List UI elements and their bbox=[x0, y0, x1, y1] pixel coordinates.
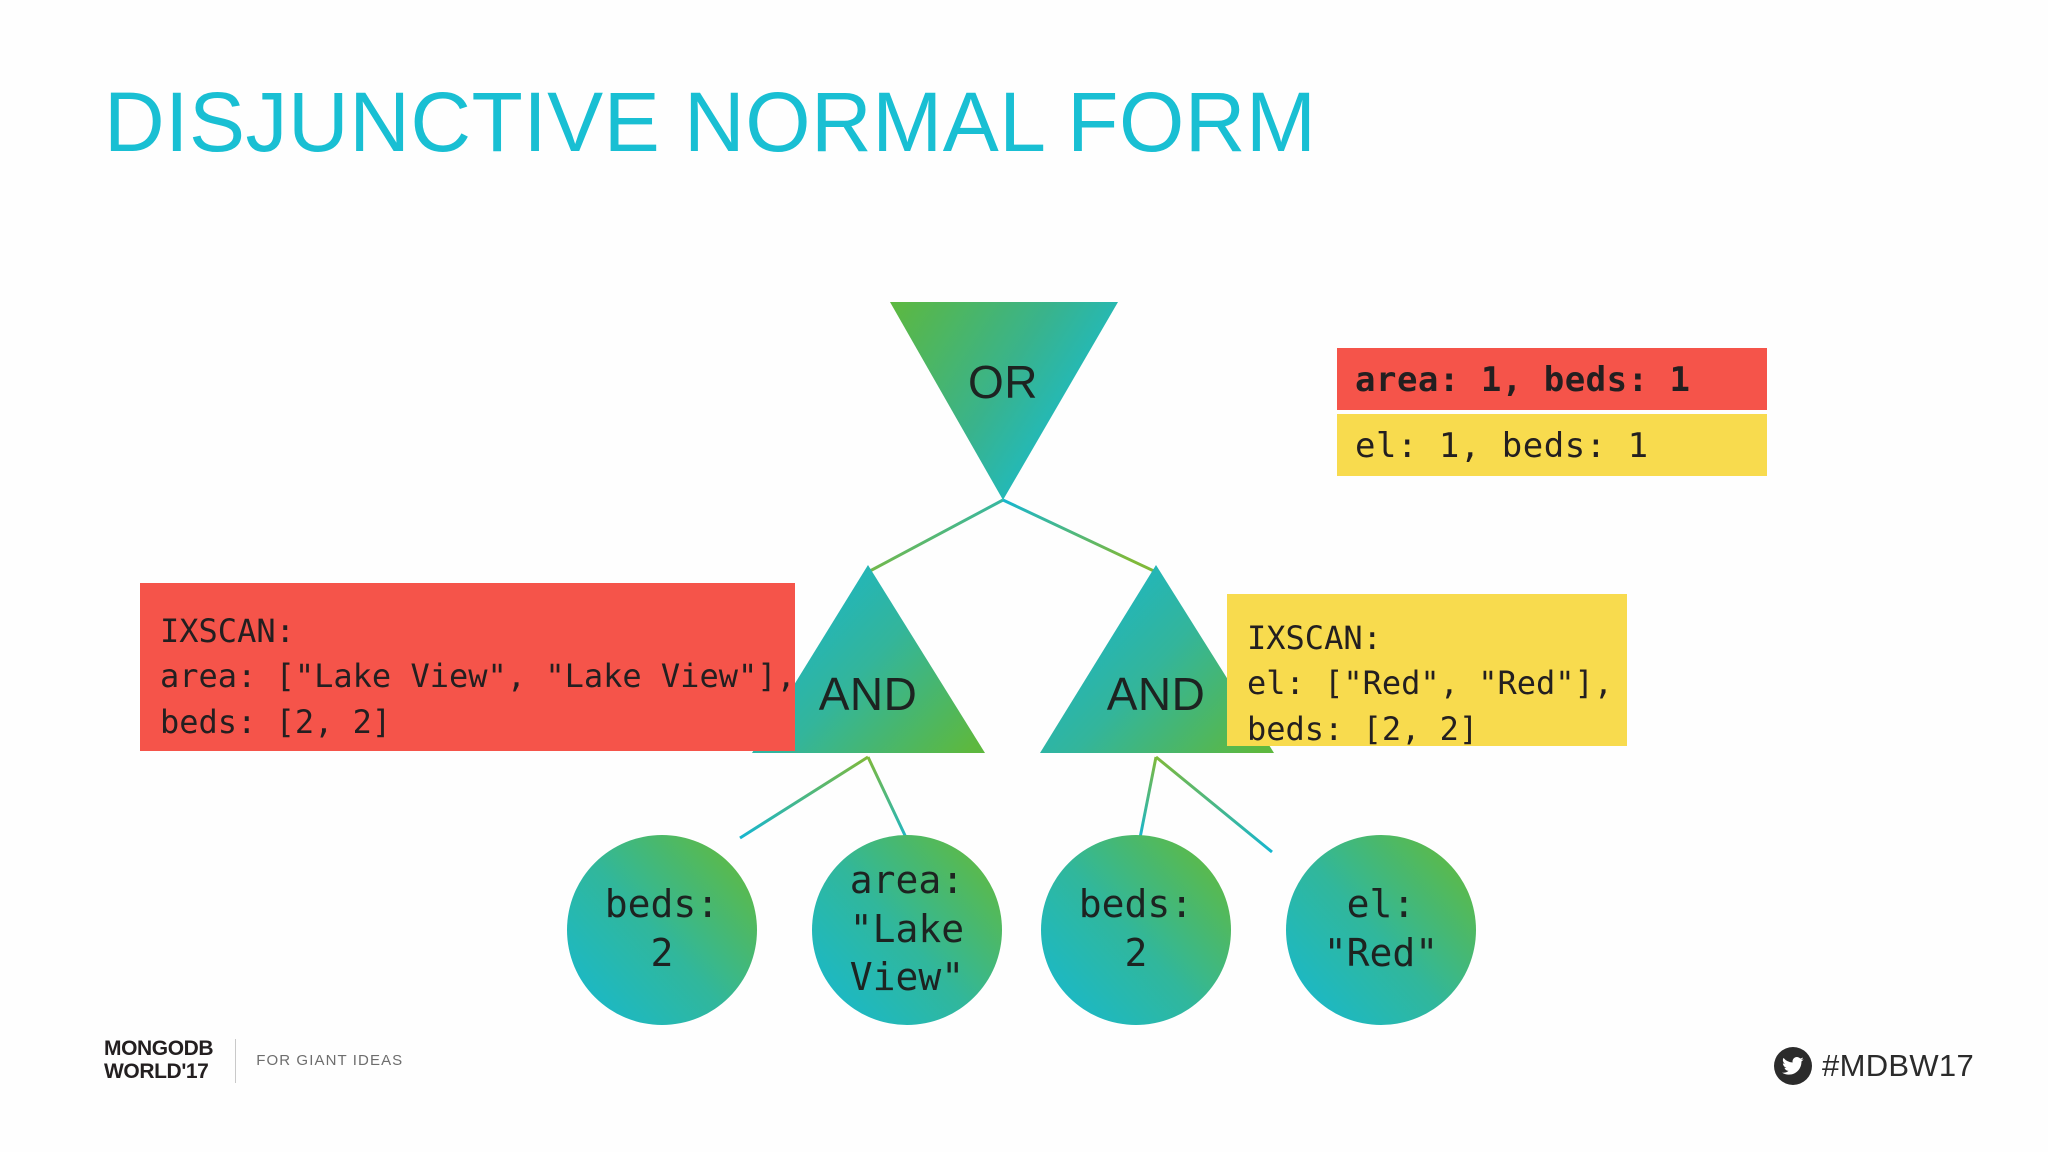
ixscan-callout-left: IXSCAN: area: ["Lake View", "Lake View"]… bbox=[140, 583, 796, 751]
index-callout-red: area: 1, beds: 1 bbox=[1337, 348, 1767, 410]
mongodb-world-logo-text: MONGODB WORLD'17 bbox=[104, 1037, 214, 1083]
event-hashtag: #MDBW17 bbox=[1822, 1048, 1974, 1083]
index-callout-yellow: el: 1, beds: 1 bbox=[1337, 414, 1767, 476]
logo-divider bbox=[235, 1038, 237, 1083]
leaf-label-2: area: "Lake View" bbox=[849, 858, 965, 1000]
edge-and-left-to-leaf-2 bbox=[866, 756, 912, 847]
footer-logo: MONGODB WORLD'17 FOR GIANT IDEAS bbox=[104, 1037, 404, 1083]
logo-tagline: FOR GIANT IDEAS bbox=[256, 1052, 404, 1070]
node-label-and-left: AND bbox=[818, 668, 918, 720]
edge-or-to-and-right bbox=[1002, 498, 1157, 574]
ixscan-callout-right: IXSCAN: el: ["Red", "Red"], beds: [2, 2] bbox=[1227, 594, 1627, 748]
edge-and-left-to-leaf-1 bbox=[739, 755, 869, 840]
node-label-or: OR bbox=[968, 356, 1038, 408]
leaf-label-1: beds: 2 bbox=[604, 882, 720, 975]
edge-and-right-to-leaf-1 bbox=[1138, 756, 1158, 839]
leaf-label-3: beds: 2 bbox=[1078, 882, 1194, 975]
leaf-label-4: el: "Red" bbox=[1323, 882, 1439, 975]
edge-or-to-and-left bbox=[867, 498, 1004, 574]
edge-and-right-to-leaf-2 bbox=[1155, 755, 1273, 854]
footer-social: #MDBW17 bbox=[1774, 1047, 1974, 1085]
page-title: DISJUNCTIVE NORMAL FORM bbox=[104, 75, 1317, 169]
node-label-and-right: AND bbox=[1106, 668, 1206, 720]
twitter-icon bbox=[1774, 1047, 1813, 1085]
